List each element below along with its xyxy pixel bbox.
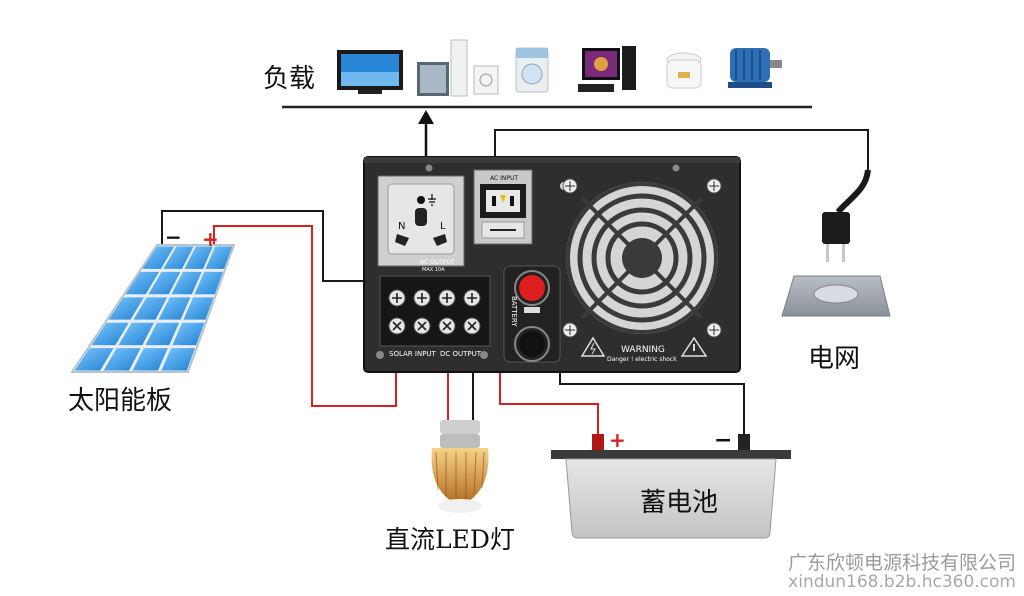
watermark-url: xindun168.b2b.hc360.com [788, 572, 1016, 592]
warning-title: WARNING [621, 345, 665, 355]
battery-label: 蓄电池 [640, 488, 719, 518]
terminal-block [376, 275, 491, 359]
tv-icon [337, 50, 403, 94]
solar-cell [183, 297, 214, 320]
solar-cell [103, 348, 141, 371]
washing-machine-icon [515, 47, 549, 93]
warning-subtitle: Danger ! electric shock [607, 356, 677, 363]
solar-cell [125, 271, 160, 295]
solar-cell [205, 246, 233, 269]
ac-input-wire [494, 129, 869, 176]
ac-input-socket [473, 169, 533, 245]
solar-cell [118, 322, 154, 346]
solar-cell [172, 322, 205, 346]
solar-positive-wire [213, 225, 397, 407]
solar-cell [148, 271, 181, 295]
solar-cell [194, 271, 223, 295]
solar-positive-sign: + [202, 227, 219, 251]
computer-icon [578, 46, 636, 92]
electric-motor-icon [728, 48, 782, 88]
ac-output-label: AC OUTPUT [420, 259, 455, 266]
solar-panel [70, 244, 236, 373]
solar-cell [163, 246, 194, 269]
fan-grille [566, 182, 718, 334]
rice-cooker-icon [666, 52, 702, 89]
battery-negative-sign: − [714, 428, 732, 453]
solar-cell [184, 246, 213, 269]
dc-led-label: 直流LED灯 [385, 525, 515, 554]
solar-cell [142, 246, 175, 269]
solar-cell [132, 348, 168, 371]
solar-input-label: SOLAR INPUT [389, 350, 437, 358]
battery-panel-label: BATTERY [510, 296, 518, 327]
ac-output-socket [377, 175, 465, 267]
ac-output-max-label: MAX 10A [422, 267, 445, 273]
load-label: 负载 [263, 64, 316, 94]
inverter-device: N L AC OUTPUT MAX 10A AC INPUT [363, 156, 741, 373]
battery-terminals [503, 265, 561, 363]
fan-screws [562, 178, 722, 338]
solar-panel-label: 太阳能板 [68, 386, 173, 416]
socket-l-label: L [440, 221, 446, 232]
solar-cell [171, 271, 202, 295]
grid-label: 电网 [808, 344, 861, 374]
solar-cell [161, 348, 196, 371]
dc-output-label: DC OUTPUT [440, 350, 482, 358]
battery-box [551, 434, 791, 539]
air-conditioner-icon [417, 39, 499, 97]
watermark-company: 广东欣顿电源科技有限公司 [787, 552, 1016, 574]
up-arrow-icon [418, 110, 434, 124]
solar-cell [133, 297, 168, 320]
solar-cell [91, 322, 129, 346]
warning-label [580, 336, 708, 357]
battery-positive-sign: + [609, 428, 626, 452]
solar-cell [145, 322, 180, 346]
grid-plug-icon [822, 169, 871, 262]
socket-n-label: N [398, 221, 405, 232]
solar-cell [74, 348, 114, 371]
wall-outlet-icon [781, 275, 891, 317]
ac-input-label: AC INPUT [490, 175, 518, 182]
solar-negative-sign: − [165, 225, 182, 249]
led-bulb-icon [431, 420, 489, 513]
solar-cell [158, 297, 191, 320]
solar-cell [108, 297, 144, 320]
